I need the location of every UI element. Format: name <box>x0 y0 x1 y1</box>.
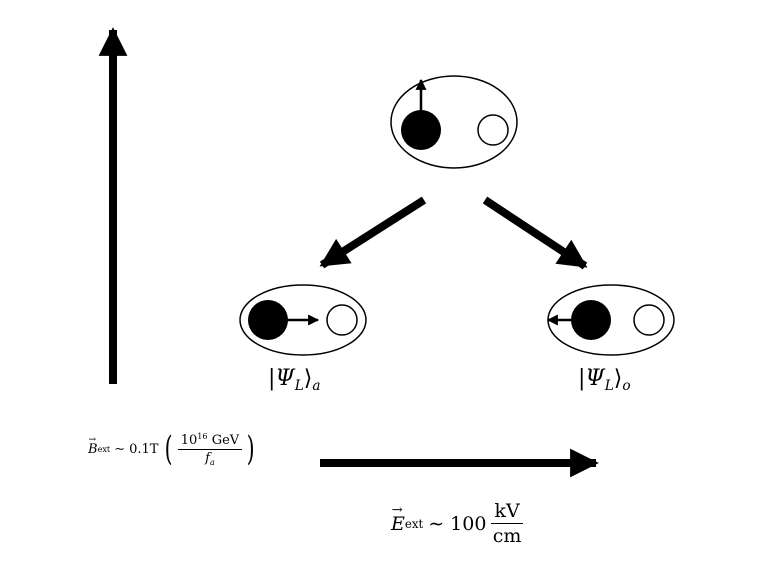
b-field-num-unit: GeV <box>211 432 240 448</box>
b-field-num-base: 10 <box>180 432 198 448</box>
branch-arrow-left <box>319 196 427 269</box>
branch-arrow-right <box>482 196 588 270</box>
e-field-denominator: cm <box>492 525 522 547</box>
state-a-ellipse <box>239 284 367 356</box>
state-o-empty-particle <box>633 304 665 336</box>
initial-empty-particle <box>477 114 509 146</box>
initial-filled-particle <box>401 110 441 150</box>
b-field-vector: B <box>88 435 98 457</box>
b-field-open-paren: ( <box>165 429 174 470</box>
state-a-label: |ΨL⟩a <box>268 366 321 394</box>
state-o-subscript: L <box>604 377 614 394</box>
state-o-symbol: Ψ <box>585 366 605 391</box>
e-field-fraction: kV cm <box>491 500 523 547</box>
initial-state-ellipse <box>390 75 518 169</box>
e-field-vector: E <box>391 503 405 535</box>
b-field-den-sub: a <box>209 457 215 467</box>
b-field-num-exp: 16 <box>197 432 208 441</box>
b-field-sub: ext <box>97 444 111 454</box>
state-a-filled-particle <box>248 300 288 340</box>
state-a-empty-particle <box>326 304 358 336</box>
b-field-den-symbol: f <box>205 450 210 466</box>
b-field-close-paren: ) <box>246 429 255 470</box>
e-field-sub: ext <box>404 516 424 531</box>
state-o-filled-particle <box>571 300 611 340</box>
state-a-symbol: Ψ <box>275 366 295 391</box>
state-o-ket-sub: o <box>622 377 631 394</box>
state-o-label: |ΨL⟩o <box>578 366 631 394</box>
e-field-relation: ∼ 100 <box>428 512 487 535</box>
b-field-fraction: 1016 GeV fa <box>177 432 243 467</box>
state-o <box>546 284 675 356</box>
initial-state <box>390 75 518 169</box>
state-a-subscript: L <box>294 377 304 394</box>
b-field-relation: ∼ 0.1T <box>114 441 159 457</box>
state-a <box>239 284 367 356</box>
b-field-numerator: 1016 GeV <box>177 432 243 450</box>
b-field-denominator: fa <box>205 450 215 467</box>
e-field-numerator: kV <box>491 500 523 524</box>
state-a-ket-sub: a <box>312 377 321 394</box>
